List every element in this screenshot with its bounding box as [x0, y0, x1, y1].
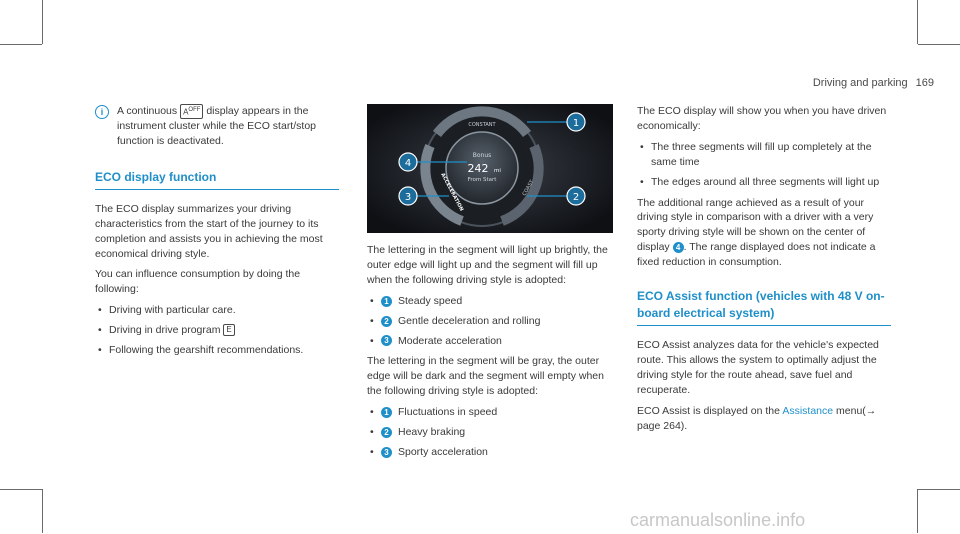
number-badge: 1	[381, 295, 392, 307]
assistance-link[interactable]: Assistance	[782, 404, 834, 417]
drive-program-e-icon: E	[223, 324, 235, 337]
acceleration-segment	[420, 144, 464, 226]
constant-label: CONSTANT	[468, 122, 496, 128]
number-badge: 3	[381, 446, 392, 458]
svg-text:2: 2	[573, 192, 579, 203]
crop-mark	[917, 489, 918, 533]
number-badge: 3	[381, 335, 392, 347]
crop-mark	[42, 489, 43, 533]
note-text: A continuous AOFF display appears in the…	[117, 104, 316, 147]
crop-mark	[918, 489, 960, 490]
section-title: Driving and parking	[812, 77, 908, 89]
center-disc	[445, 131, 519, 205]
paragraph: The lettering in the segment will be gra…	[367, 355, 604, 398]
section-heading: ECO Assist function (vehicles with 48 V …	[637, 288, 891, 327]
list-item: Driving with particular care.	[95, 303, 339, 318]
paragraph: The lettering in the segment will light …	[367, 244, 608, 286]
crop-mark	[42, 0, 43, 44]
constant-segment	[432, 106, 532, 138]
column-middle: CONSTANT ACCELERATION COAST Bonus 242 mi…	[367, 104, 613, 466]
paragraph: ECO Assist analyzes data for the vehicle…	[637, 339, 879, 396]
running-header: Driving and parking 169	[813, 76, 934, 92]
callout-3: 3	[398, 186, 418, 206]
paragraph: You can influence consumption by doing t…	[95, 268, 301, 296]
svg-text:4: 4	[405, 158, 411, 169]
crop-mark	[0, 489, 42, 490]
number-badge: 2	[381, 315, 392, 327]
section-heading: ECO display function	[95, 169, 339, 190]
crop-mark	[918, 44, 960, 45]
svg-text:3: 3	[405, 192, 411, 203]
eco-start-stop-off-icon: AOFF	[180, 104, 204, 119]
crop-mark	[0, 44, 42, 45]
from-start-label: From Start	[468, 177, 498, 183]
number-badge: 4	[672, 242, 684, 254]
info-note: i A continuous AOFF display appears in t…	[95, 104, 339, 149]
paragraph: ECO Assist is displayed on the Assistanc…	[637, 404, 877, 432]
bullet-list: The three segments will fill up complete…	[637, 140, 891, 190]
bonus-value: 242	[468, 162, 489, 175]
bonus-unit: mi	[494, 168, 501, 174]
callout-4: 4	[398, 152, 418, 172]
list-item: Driving in drive program E	[95, 323, 339, 338]
page-number: 169	[915, 77, 934, 89]
bonus-label: Bonus	[473, 152, 492, 159]
list-item: Following the gearshift recommendations.	[95, 343, 339, 358]
list-item: The three segments will fill up complete…	[637, 140, 891, 170]
number-badge: 2	[381, 427, 392, 439]
info-icon: i	[95, 105, 109, 119]
callout-2: 2	[566, 186, 586, 206]
bullet-list: Driving with particular care. Driving in…	[95, 303, 339, 358]
list-item: The edges around all three segments will…	[637, 175, 891, 190]
column-right: The ECO display will show you when you h…	[637, 104, 891, 440]
watermark: carmanualsonline.info	[630, 510, 806, 530]
eco-display-figure: CONSTANT ACCELERATION COAST Bonus 242 mi…	[367, 104, 613, 233]
callout-1: 1	[566, 112, 586, 132]
coast-segment	[500, 144, 544, 226]
number-badge: 1	[381, 407, 392, 419]
paragraph: The ECO display will show you when you h…	[637, 105, 887, 132]
svg-text:1: 1	[573, 118, 579, 129]
paragraph: The additional range achieved as a resul…	[637, 196, 876, 269]
crop-mark	[917, 0, 918, 44]
paragraph: The ECO display summarizes your driving …	[95, 202, 323, 260]
column-left: i A continuous AOFF display appears in t…	[95, 104, 339, 364]
